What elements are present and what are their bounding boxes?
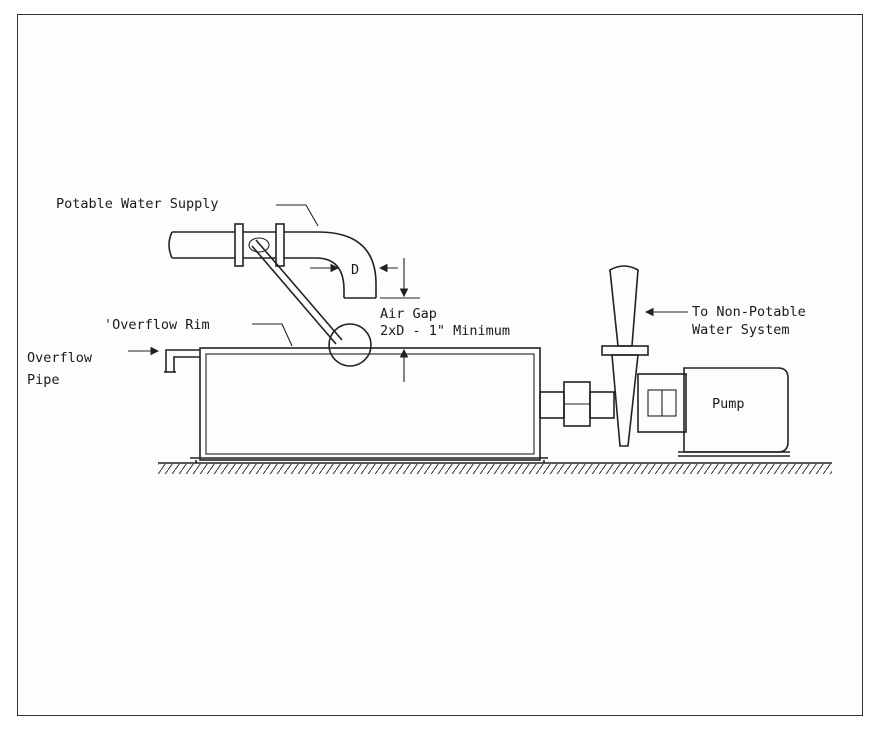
- float-valve: [251, 239, 372, 367]
- ground: [158, 462, 832, 474]
- non-potable-label-2: Water System: [692, 322, 790, 338]
- air-gap-label: Air Gap: [380, 306, 437, 322]
- discharge-pipe: [601, 265, 649, 447]
- overflow-pipe: [164, 349, 200, 373]
- potable-supply-label: Potable Water Supply: [56, 196, 219, 212]
- overflow-pipe-label-2: Pipe: [27, 372, 60, 388]
- suction-coupling: [539, 381, 615, 427]
- dimension-d-label: D: [351, 262, 359, 278]
- air-gap-minimum-label: 2xD - 1" Minimum: [380, 323, 510, 339]
- non-potable-label: To Non-Potable: [692, 304, 806, 320]
- air-gap-dimension: [380, 258, 420, 382]
- pump: [637, 367, 790, 457]
- supply-pipe: [168, 223, 377, 299]
- storage-tank: [190, 347, 548, 463]
- diagram-frame: [17, 14, 863, 716]
- leader-lines: [128, 204, 688, 356]
- pump-label: Pump: [712, 396, 745, 412]
- overflow-pipe-label: Overflow: [27, 350, 93, 366]
- overflow-rim-label: 'Overflow Rim: [104, 317, 210, 333]
